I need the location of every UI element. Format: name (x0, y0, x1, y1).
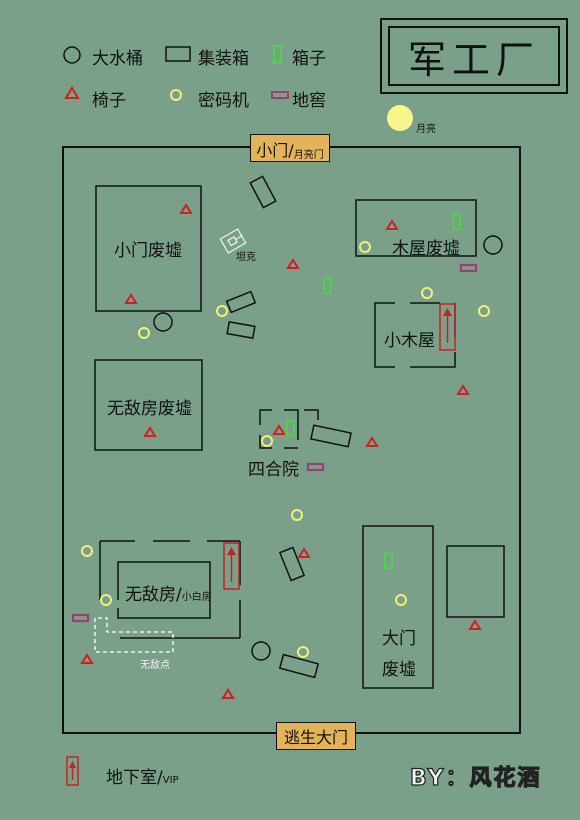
tank-icon (219, 228, 247, 254)
invincible-spot-outline (94, 617, 174, 653)
legend-cellar-label: 地窖 (292, 91, 326, 111)
basement-legend-main: 地下室/ (106, 768, 163, 788)
cellars (71, 263, 478, 623)
cipher-legend-icon (170, 89, 182, 101)
main-gate-ruins-label-line2: 废墟 (382, 660, 416, 680)
small-gate-sub-label: 月亮门 (293, 150, 324, 161)
invincible-spot-label: 无敌点 (140, 660, 170, 671)
main-gate-ruins-building (362, 525, 434, 689)
cellar-legend-icon (271, 91, 289, 99)
moon-label: 月亮 (416, 124, 436, 135)
invincible-ruins-building (94, 359, 203, 451)
wood-house-ruins-label: 木屋废墟 (392, 239, 460, 259)
cabin-label: 小木屋 (384, 331, 435, 351)
small-gate-ruins-label: 小门废墟 (114, 241, 182, 261)
barrel-legend-icon (63, 46, 81, 64)
container-legend-icon (165, 46, 191, 62)
moon-icon (387, 105, 413, 131)
courtyard-label: 四合院 (248, 460, 299, 480)
basements (66, 303, 456, 786)
legend-container-label: 集装箱 (198, 49, 249, 69)
legend-barrel-label: 大水桶 (92, 49, 143, 69)
wood-house-ruins-building (355, 199, 477, 257)
legend-cipher-label: 密码机 (198, 91, 249, 111)
small-gate-label: 小门/ (256, 141, 294, 160)
main-gate-ruins-label-line1: 大门 (382, 629, 416, 649)
invincible-room-label: 无敌房/小白房 (125, 580, 212, 605)
title-frame: 军工厂 (380, 18, 568, 94)
invincible-room-sub: 小白房 (181, 592, 212, 603)
invincible-room-main: 无敌房/ (125, 585, 182, 605)
small-gate: 小门/月亮门 (250, 134, 330, 162)
boxes (286, 213, 461, 569)
main-gate: 逃生大门 (276, 722, 356, 750)
invincible-room-walls (99, 540, 241, 639)
basement-legend-icon (66, 756, 79, 786)
small-gate-ruins-building (95, 185, 202, 312)
basement-legend-label: 地下室/VIP (106, 763, 179, 788)
main-gate-label: 逃生大门 (283, 728, 348, 747)
legend-chair-label: 椅子 (92, 91, 126, 111)
chairs (80, 203, 482, 699)
map-title: 军工厂 (388, 26, 560, 86)
invincible-ruins-label: 无敌房废墟 (107, 399, 192, 419)
tank-label: 坦克 (236, 252, 256, 263)
chair-legend-icon (64, 86, 80, 99)
box-legend-icon (273, 45, 282, 64)
right-building (446, 545, 505, 618)
basement-legend-sub: VIP (162, 775, 179, 786)
containers (225, 175, 352, 679)
barrels (153, 235, 503, 661)
cipher-machines (81, 241, 490, 658)
legend-box-label: 箱子 (292, 49, 326, 69)
author-signature: BY：风花酒 (409, 765, 542, 791)
courtyard-walls (259, 409, 319, 449)
